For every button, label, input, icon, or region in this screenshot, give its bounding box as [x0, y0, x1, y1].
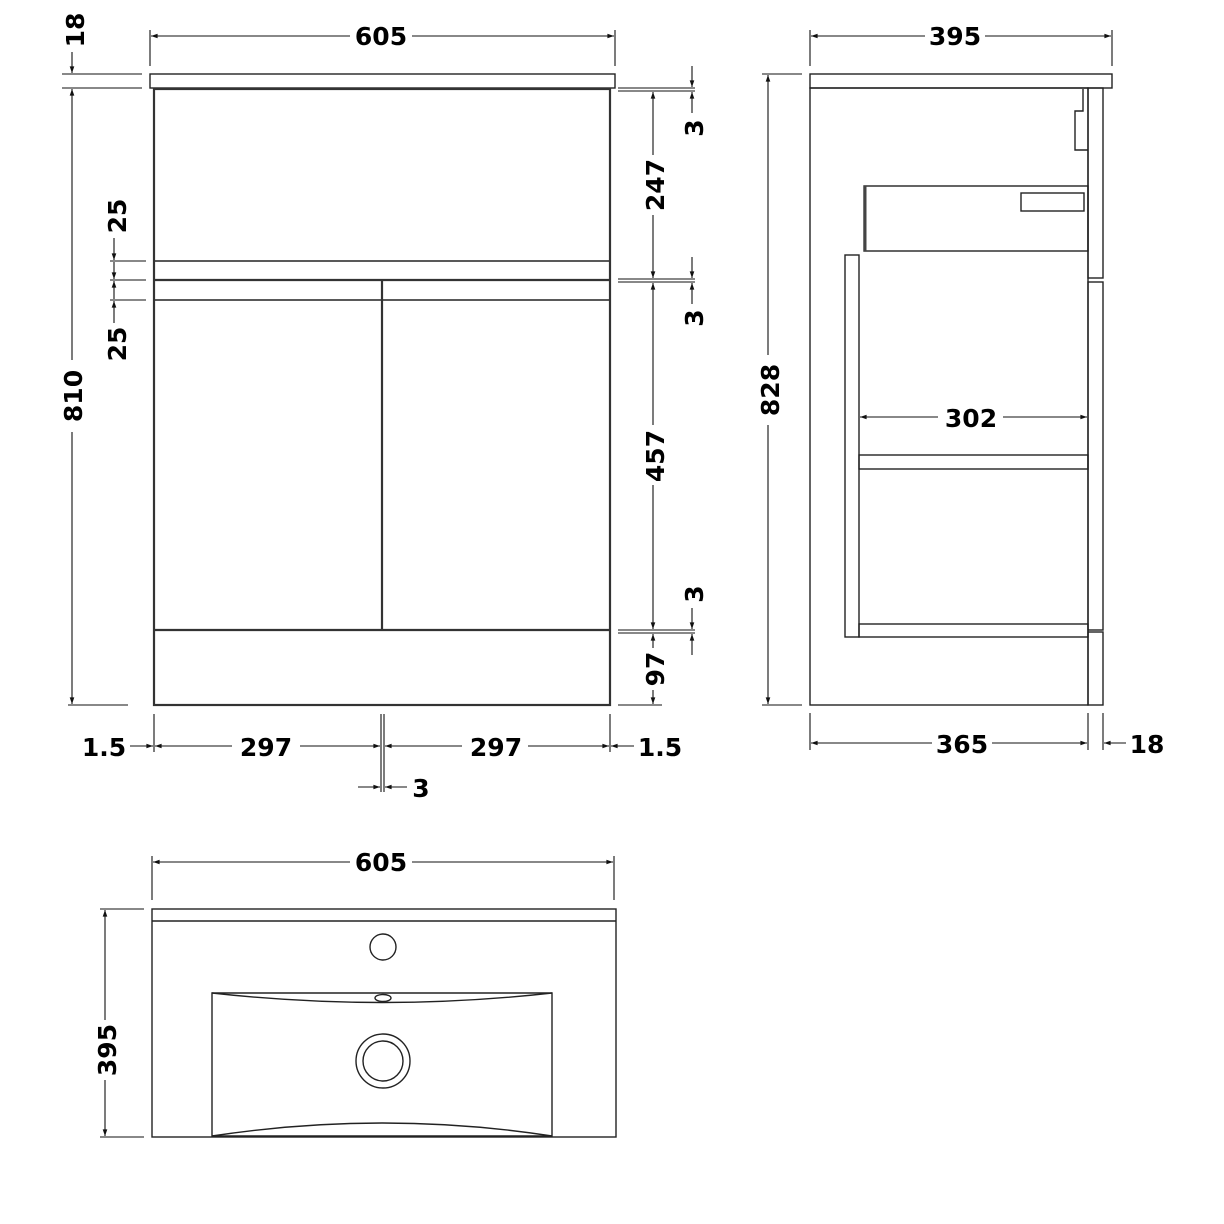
dim-door-width-right: 297 [470, 733, 522, 762]
side-worktop [809, 73, 1113, 89]
dim-rail-upper: 25 [103, 199, 132, 234]
side-carcass [809, 87, 1089, 706]
dim-rail-lower: 25 [103, 327, 132, 362]
dim-upper-panel-height: 247 [641, 159, 670, 211]
top-view: 605 395 [93, 848, 617, 1138]
basin-bowl [863, 185, 1089, 252]
dim-carcass-depth: 365 [936, 730, 988, 759]
dim-gap-mid: 3 [680, 309, 709, 326]
side-upper-front [1087, 87, 1104, 279]
dim-side-depth: 395 [929, 22, 981, 51]
dim-internal-depth: 302 [945, 404, 997, 433]
dim-side-gap-left: 1.5 [82, 733, 126, 762]
side-view: 395 828 302 365 18 [756, 22, 1164, 759]
front-view: 605 18 810 25 25 3 24 [59, 13, 709, 803]
basin-bowl-outline [211, 992, 553, 1137]
top-outline [151, 908, 617, 1138]
dim-side-gap-right: 1.5 [638, 733, 682, 762]
dim-door-gap: 3 [412, 774, 429, 803]
side-door [1087, 281, 1104, 631]
overflow-icon [374, 993, 392, 1003]
dim-gap-top: 3 [680, 119, 709, 136]
dim-door-height: 457 [641, 430, 670, 482]
dim-worktop-thickness: 18 [61, 13, 90, 48]
dim-plinth-height: 97 [641, 652, 670, 687]
bowl-back-curve [211, 992, 553, 1004]
basin-profile [1074, 89, 1088, 151]
tap-hole [369, 933, 397, 961]
dim-front-height: 810 [59, 370, 88, 422]
bowl-front-curve [211, 1122, 553, 1137]
side-plinth [1087, 631, 1104, 706]
dim-side-height: 828 [756, 364, 785, 416]
front-carcass [152, 87, 612, 707]
dim-gap-bottom: 3 [680, 585, 709, 602]
waste-outer [355, 1033, 411, 1089]
internal-side-panel [844, 254, 860, 638]
basin-waste [1020, 192, 1085, 212]
base-panel [858, 623, 1089, 638]
dim-door-width-left: 297 [240, 733, 292, 762]
waste-inner [362, 1040, 404, 1082]
dim-door-thickness: 18 [1130, 730, 1165, 759]
internal-shelf [858, 454, 1089, 470]
dim-top-depth: 395 [93, 1024, 122, 1076]
front-worktop [149, 73, 616, 89]
dim-front-width: 605 [355, 22, 407, 51]
dim-top-width: 605 [355, 848, 407, 877]
